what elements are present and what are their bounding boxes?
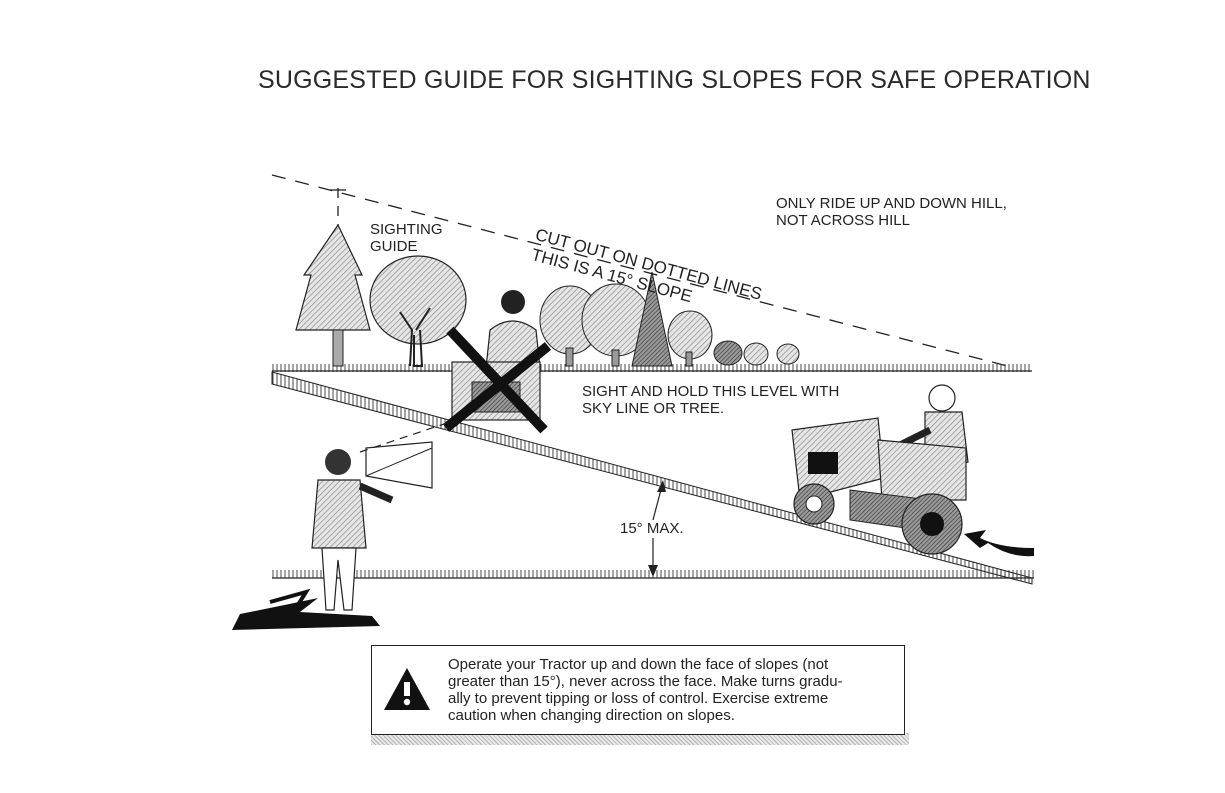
warning-line-1: Operate your Tractor up and down the fac… (448, 656, 898, 673)
warning-line-3: ally to prevent tipping or loss of contr… (448, 690, 898, 707)
sight-label-2: SKY LINE OR TREE. (582, 400, 724, 417)
pine-tree (296, 225, 370, 366)
warning-line-2: greater than 15°), never across the face… (448, 673, 898, 690)
round-tree-left (370, 256, 466, 366)
sighting-card (366, 442, 432, 488)
warning-triangle-icon (382, 666, 432, 712)
sighting-guide-label-2: GUIDE (370, 238, 418, 255)
ride-label-2: NOT ACROSS HILL (776, 212, 910, 229)
warning-text: Operate your Tractor up and down the fac… (448, 656, 898, 724)
warning-box: Operate your Tractor up and down the fac… (371, 645, 905, 735)
sighting-guide-label-1: SIGHTING (370, 221, 443, 238)
max-angle-label: 15° MAX. (620, 520, 684, 537)
warning-line-4: caution when changing direction on slope… (448, 707, 898, 724)
ride-label-1: ONLY RIDE UP AND DOWN HILL, (776, 195, 1007, 212)
man-with-guide (232, 422, 450, 630)
sight-label-1: SIGHT AND HOLD THIS LEVEL WITH (582, 383, 839, 400)
